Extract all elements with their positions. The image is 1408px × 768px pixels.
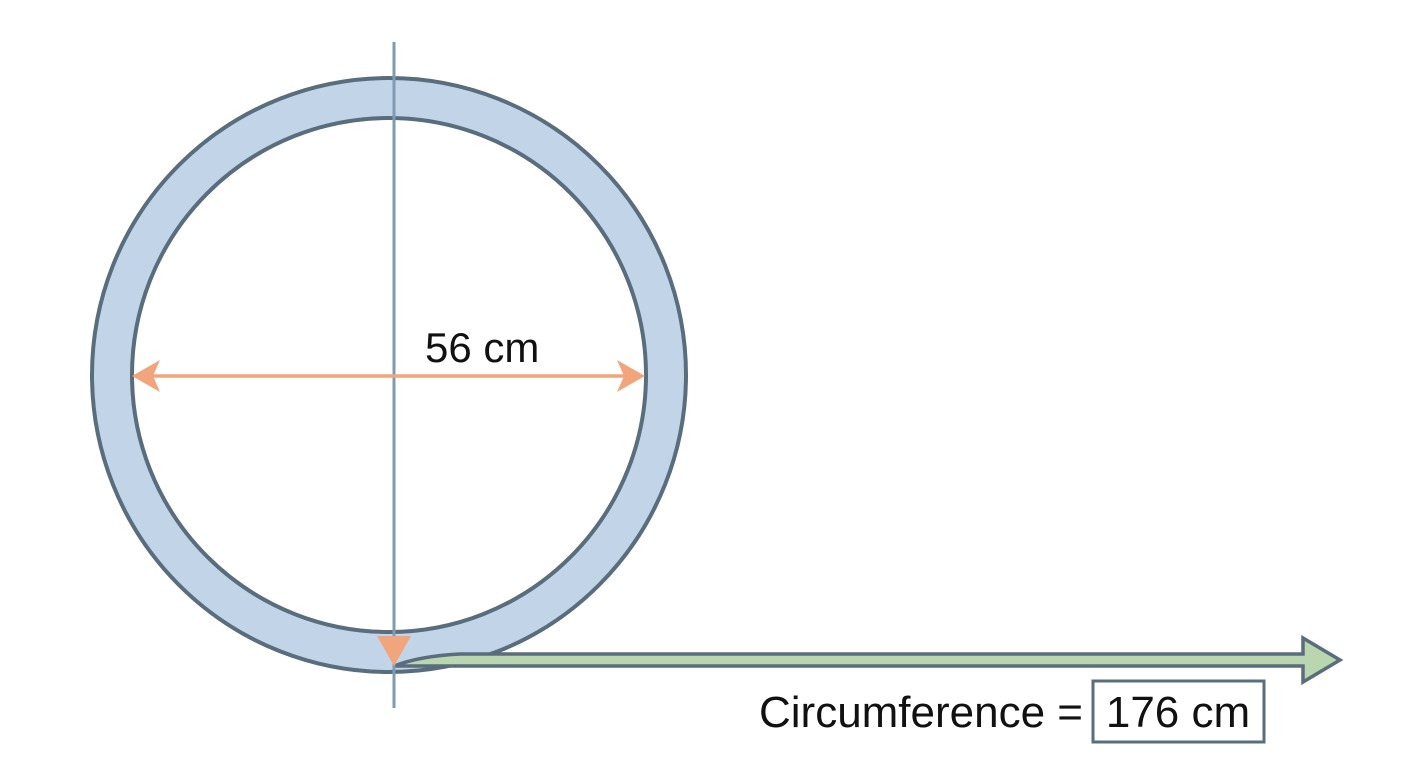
diameter-arrow — [132, 360, 645, 392]
start-point-marker — [377, 636, 411, 666]
wheel-outer-edge — [90, 76, 688, 674]
circumference-label: Circumference = — [759, 688, 1083, 737]
circumference-arrow — [393, 634, 1344, 686]
circumference-value-box — [1091, 679, 1266, 744]
diameter-arrowhead-right — [617, 360, 645, 392]
diameter-label: 56 cm — [425, 324, 539, 371]
wheel-inner-edge — [130, 116, 648, 634]
circumference-value: 176 cm — [1106, 688, 1250, 737]
diameter-arrowhead-left — [132, 360, 160, 392]
